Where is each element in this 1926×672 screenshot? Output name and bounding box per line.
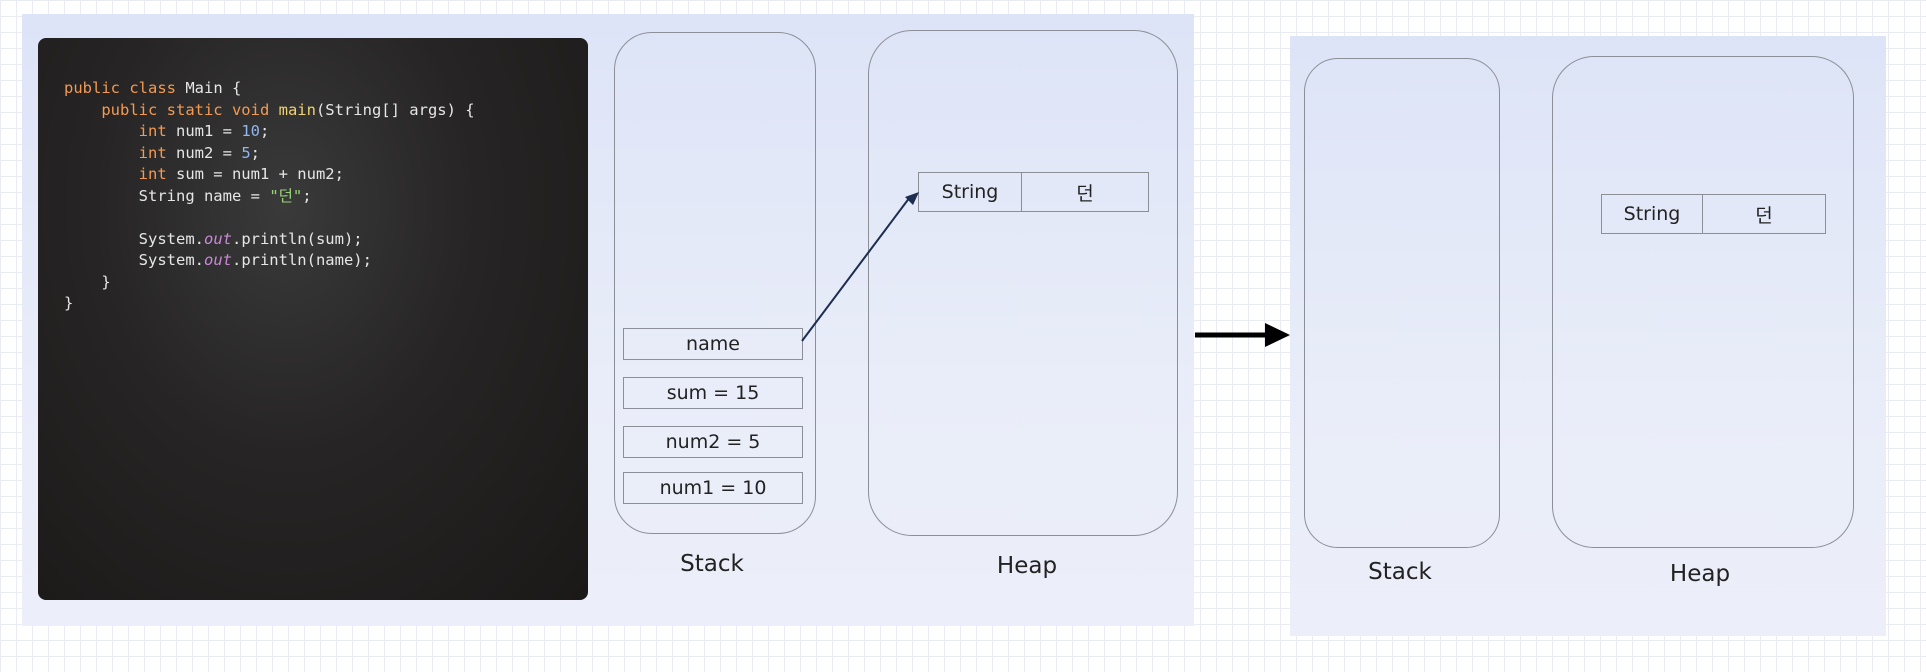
code-token: int [64, 143, 176, 162]
code-token: 10 [241, 122, 260, 140]
stack-frame-num1: num1 = 10 [623, 472, 803, 504]
code-line: public class Main { [64, 78, 475, 100]
code-token: (String[] args) { [315, 100, 475, 119]
stack-container-after [1304, 58, 1500, 548]
reference-arrow [801, 192, 919, 342]
stack-frame-name: name [623, 328, 803, 360]
after-slide: Stack String 던 Heap [1290, 36, 1886, 636]
code-line: } [64, 272, 475, 294]
code-token: System. [64, 229, 204, 248]
code-token: ; [250, 143, 260, 162]
code-line: int sum = num1 + num2; [64, 164, 475, 186]
heap-object-value-after: 던 [1702, 194, 1826, 234]
code-token: String name = [64, 186, 270, 205]
code-token: num2 = [175, 143, 242, 162]
java-source-code: public class Main { public static void m… [64, 78, 475, 315]
code-line: } [64, 293, 475, 315]
stack-label-after: Stack [1368, 559, 1432, 585]
heap-object-type-after: String [1601, 194, 1703, 234]
code-editor-panel: public class Main { public static void m… [38, 38, 588, 600]
stack-frame-num2: num2 = 5 [623, 426, 803, 458]
code-token: sum = num1 + num2; [175, 165, 344, 183]
code-token: .println(sum); [231, 229, 363, 248]
code-token: System. [64, 251, 204, 269]
code-token: 5 [241, 143, 251, 162]
code-token: public static void [64, 100, 279, 119]
code-token: "던" [269, 186, 303, 205]
heap-container-after [1552, 56, 1854, 548]
before-slide: public class Main { public static void m… [22, 14, 1194, 626]
code-token: main [278, 100, 316, 119]
code-token: .println(name); [231, 251, 372, 269]
code-token: public class [64, 79, 186, 97]
code-line: System.out.println(sum); [64, 229, 475, 251]
code-token: } [64, 294, 74, 312]
heap-label: Heap [996, 553, 1058, 579]
stack-frame-sum: sum = 15 [623, 377, 803, 409]
heap-label-after: Heap [1669, 561, 1731, 587]
code-token: out [203, 229, 232, 248]
code-token: int [64, 165, 176, 183]
code-line: String name = "던"; [64, 186, 475, 208]
code-token: int [64, 122, 176, 140]
code-token: out [203, 251, 232, 269]
code-line: int num1 = 10; [64, 121, 475, 143]
code-line: public static void main(String[] args) { [64, 100, 475, 122]
code-token: Main { [185, 79, 242, 97]
code-token: num1 = [175, 122, 242, 140]
heap-container [868, 30, 1178, 536]
code-line: System.out.println(name); [64, 250, 475, 272]
code-token: ; [302, 186, 312, 205]
stack-label: Stack [680, 551, 744, 577]
code-token: } [64, 272, 111, 291]
stack-container [614, 32, 816, 534]
code-token: ; [259, 122, 270, 140]
heap-object-value: 던 [1021, 172, 1149, 212]
code-line: int num2 = 5; [64, 143, 475, 165]
transition-arrow [1195, 323, 1290, 347]
